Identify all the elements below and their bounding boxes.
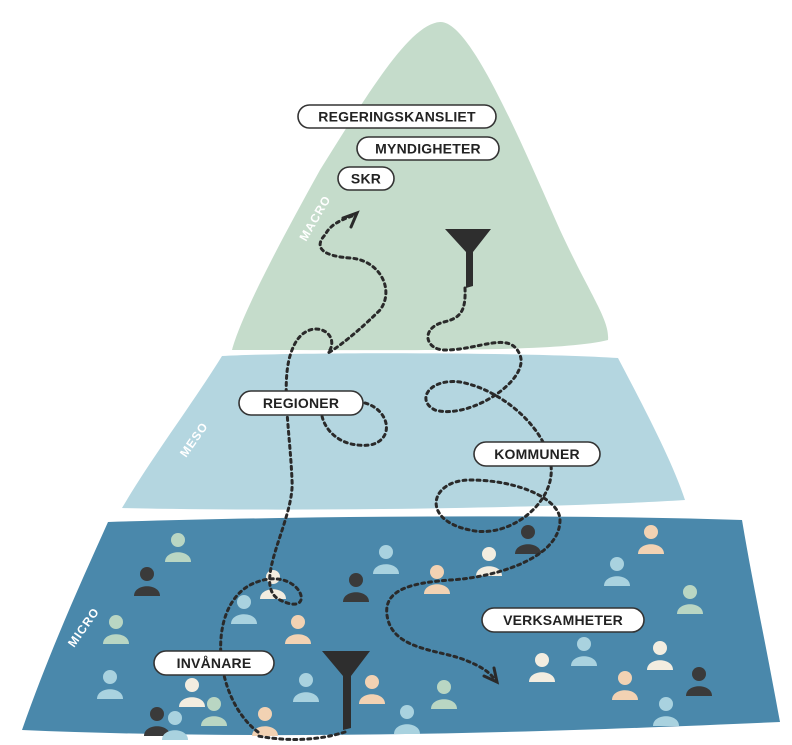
dotted-path-bottom [256,730,347,741]
actor-skr-label: SKR [351,171,381,187]
person-icon [103,615,129,644]
dotted-path-right [385,286,562,682]
actor-verksamheter-label: VERKSAMHETER [503,612,623,628]
person-icon [431,680,457,709]
person-icon [162,711,188,740]
person-icon [529,653,555,682]
micro-tier [22,516,780,736]
funnel-icon-micro [322,651,370,730]
actor-regioner: REGIONER [238,390,364,416]
person-icon [653,697,679,726]
person-icon [571,637,597,666]
person-icon [97,670,123,699]
people-group [97,525,712,740]
person-icon [293,673,319,702]
dotted-path-left [219,213,388,734]
person-icon [424,565,450,594]
dotted-loop-regioner [320,401,388,447]
actor-kommuner-label: KOMMUNER [494,446,580,462]
actor-skr: SKR [337,166,395,191]
actor-invanare-label: INVÅNARE [177,655,252,671]
person-icon [677,585,703,614]
actor-regeringskansliet: REGERINGSKANSLIET [297,104,497,129]
actor-verksamheter: VERKSAMHETER [481,607,645,633]
person-icon [476,547,502,576]
person-icon [394,705,420,734]
actor-kommuner: KOMMUNER [473,441,601,467]
person-icon [604,557,630,586]
person-icon [260,570,286,599]
person-icon [134,567,160,596]
person-icon [231,595,257,624]
person-icon [515,525,541,554]
person-icon [179,678,205,707]
person-icon [201,697,227,726]
person-icon [612,671,638,700]
funnel-icon-macro [445,229,491,288]
arrowhead-verksamheter [482,666,500,685]
person-icon [343,573,369,602]
actor-invanare: INVÅNARE [153,650,275,676]
actor-regioner-label: REGIONER [263,395,339,411]
person-icon [638,525,664,554]
person-icon [359,675,385,704]
person-icon [373,545,399,574]
person-icon [285,615,311,644]
actor-myndigheter-label: MYNDIGHETER [375,141,481,157]
person-icon [252,707,278,736]
person-icon [647,641,673,670]
actor-regeringskansliet-label: REGERINGSKANSLIET [318,109,476,125]
person-icon [165,533,191,562]
arrowhead-skr [341,210,360,229]
person-icon [144,707,170,736]
person-icon [686,667,712,696]
actor-myndigheter: MYNDIGHETER [356,136,500,161]
macro-tier [232,21,609,351]
